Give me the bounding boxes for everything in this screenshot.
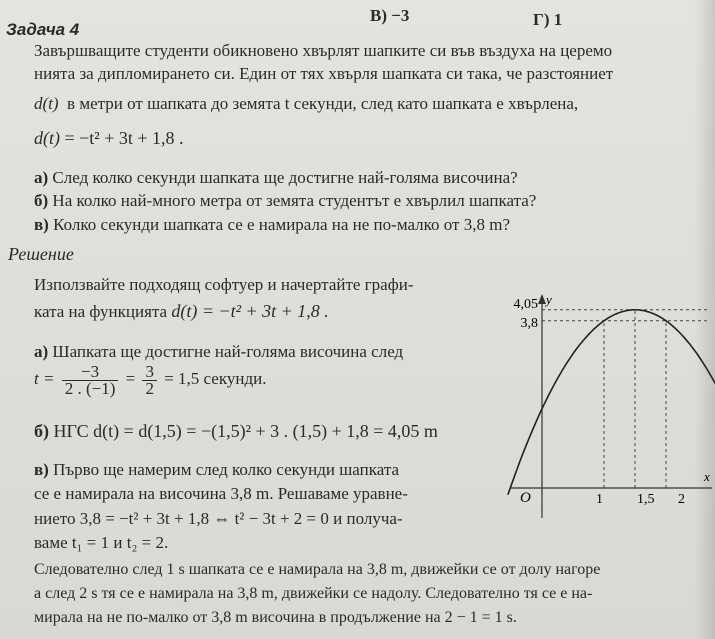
y-axis-arrow xyxy=(538,294,546,304)
solution-a-t: t = xyxy=(34,369,55,388)
solution-intro-func: d(t) = −t² + 3t + 1,8 . xyxy=(171,301,329,321)
task-function-rhs: = −t² + 3t + 1,8 . xyxy=(64,128,184,148)
fraction-1-denominator: 2 . (−1) xyxy=(64,378,116,398)
y-axis-label: y xyxy=(544,292,552,307)
solution-intro-2: ката на функцията d(t) = −t² + 3t + 1,8 … xyxy=(34,301,329,322)
solution-c-line-2: се е намирала на височина 3,8 m. Решавам… xyxy=(34,484,408,503)
x-tick-label-0: 1 xyxy=(596,492,603,507)
question-v: в) Колко секунди шапката се е намирала н… xyxy=(34,215,510,235)
solution-a-text: Шапката ще достигне най-голяма височина … xyxy=(52,342,404,361)
y-tick-label-1: 3,8 xyxy=(521,316,539,331)
origin-label: O xyxy=(520,490,531,506)
solution-b-text: НГС d(t) = d(1,5) = −(1,5)² + 3 . (1,5) … xyxy=(53,421,438,441)
func-symbol-d: d(t) xyxy=(34,94,59,113)
solution-intro-1: Използвайте подходящ софтуер и начертайт… xyxy=(34,275,414,294)
task-title: Задача 4 xyxy=(6,20,80,39)
y-tick-label-0: 4,05 xyxy=(514,297,539,312)
option-g: Г) 1 xyxy=(533,10,563,29)
question-a-label: а) xyxy=(34,168,49,187)
page-edge-shadow xyxy=(695,0,715,639)
solution-c-label: в) xyxy=(34,460,49,479)
solution-heading: Решение xyxy=(8,244,74,264)
function-graph: y x O 4,05 3,8 1 1,5 2 xyxy=(507,292,715,518)
solution-b: б) НГС d(t) = d(1,5) = −(1,5)² + 3 . (1,… xyxy=(34,421,438,441)
question-v-text: Колко секунди шапката се е намирала на н… xyxy=(53,215,511,234)
question-b: б) На колко най-много метра от земята ст… xyxy=(34,191,536,211)
conclusion-line-2: а след 2 s тя се е намирала на 3,8 m, дв… xyxy=(34,585,593,602)
conclusion-line-3: мирала на не по-малко от 3,8 m височина … xyxy=(34,609,517,626)
fraction-2-denominator: 2 xyxy=(145,378,154,398)
question-a-text: След колко секунди шапката ще достигне н… xyxy=(52,168,518,187)
task-function: d(t) = −t² + 3t + 1,8 . xyxy=(34,128,184,148)
question-v-label: в) xyxy=(34,215,49,234)
solution-a-line-2: t = −3 2 . (−1) = 3 2 = 1,5 секунди. xyxy=(34,362,266,397)
task-text-line-3-body: в метри от шапката до земята t секунди, … xyxy=(67,94,579,113)
x-tick-label-2: 2 xyxy=(678,492,685,507)
solution-c-line-1: в) Първо ще намерим след колко секунди ш… xyxy=(34,460,399,480)
fraction-1-numerator: −3 xyxy=(61,363,119,381)
question-b-text: На колко най-много метра от земята студе… xyxy=(52,191,537,210)
solution-c-line-3: нието 3,8 = −t² + 3t + 1,8 ⇔ t² − 3t + 2… xyxy=(34,509,403,528)
question-a: а) След колко секунди шапката ще достигн… xyxy=(34,168,518,188)
fraction-1: −3 2 . (−1) xyxy=(61,363,119,398)
solution-b-label: б) xyxy=(34,421,49,441)
task-text-line-3: d(t) в метри от шапката до земята t секу… xyxy=(34,94,578,114)
solution-a-result: = 1,5 секунди. xyxy=(164,369,267,388)
task-text-line-2: нията за дипломирането си. Един от тях х… xyxy=(34,64,614,83)
question-b-label: б) xyxy=(34,191,49,210)
conclusion-line-1: Следователно след 1 s шапката се е намир… xyxy=(34,561,601,578)
solution-c-line-4: ваме t₁ = 1 и t₂ = 2. xyxy=(34,533,169,552)
solution-c-text-1: Първо ще намерим след колко секунди шапк… xyxy=(53,460,400,479)
x-tick-label-1: 1,5 xyxy=(637,492,655,507)
option-v: В) −3 xyxy=(370,6,410,25)
fraction-2-numerator: 3 xyxy=(142,363,157,381)
fraction-2: 3 2 xyxy=(142,363,157,398)
x-axis-label: x xyxy=(703,469,710,484)
solution-a-equals: = xyxy=(125,369,136,388)
solution-a-label: а) xyxy=(34,342,49,361)
task-function-lhs: d(t) xyxy=(34,128,60,148)
task-text-line-1: Завършващите студенти обикновено хвърлят… xyxy=(34,41,613,60)
solution-intro-2-text: ката на функцията xyxy=(34,302,168,321)
parabola-curve xyxy=(507,308,715,495)
solution-a-line-1: а) Шапката ще достигне най-голяма височи… xyxy=(34,342,403,362)
